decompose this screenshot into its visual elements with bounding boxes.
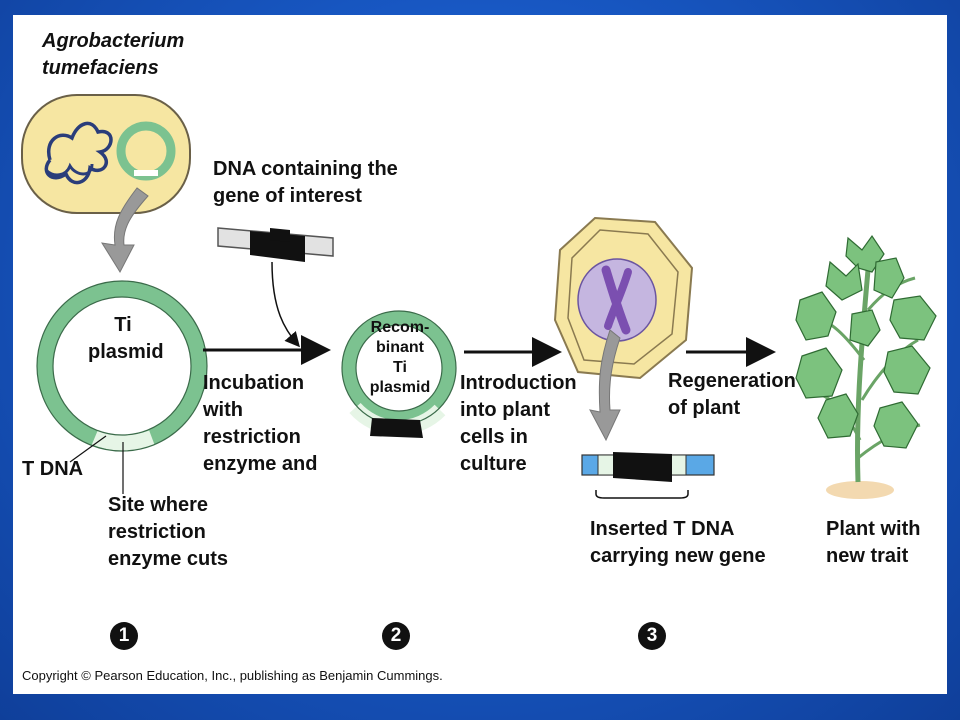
recombinant-label: Recom- binant Ti plasmid (369, 319, 431, 396)
bacterium-cell (21, 94, 191, 214)
grey-arrow-down (101, 187, 149, 274)
t-dna-leader (69, 435, 107, 463)
plant-label: Plant with new trait (826, 518, 921, 567)
dna-gene-label: DNA containing the gene of interest (213, 158, 398, 207)
copyright-text: Copyright © Pearson Education, Inc., pub… (22, 668, 443, 683)
organism-label: Agrobacterium tumefaciens (42, 30, 185, 79)
inserted-dna (581, 452, 715, 499)
introduction-label: Introduction into plant cells in culture (460, 372, 577, 475)
regeneration-label: Regeneration of plant (668, 370, 796, 419)
step-1-badge: 1 (110, 622, 138, 650)
thin-arrow-dna (271, 261, 300, 348)
incubation-label: Incubation with restriction enzyme and (203, 372, 318, 475)
recombinant-plasmid-ring (341, 310, 457, 438)
inserted-dna-label: Inserted T DNA carrying new gene (590, 518, 766, 567)
ti-plasmid-label: Ti plasmid (88, 314, 164, 363)
step-3-badge: 3 (638, 622, 666, 650)
step-2-badge: 2 (382, 622, 410, 650)
t-dna-label: T DNA (22, 458, 84, 480)
plant-illustration (795, 234, 937, 499)
site-label: Site where restriction enzyme cuts (108, 494, 229, 570)
dna-fragment (217, 227, 334, 262)
ti-plasmid-ring (36, 280, 208, 452)
plant-cell (553, 216, 694, 380)
bacterial-chromosome (44, 121, 113, 185)
grey-arrow-cell (589, 329, 621, 442)
